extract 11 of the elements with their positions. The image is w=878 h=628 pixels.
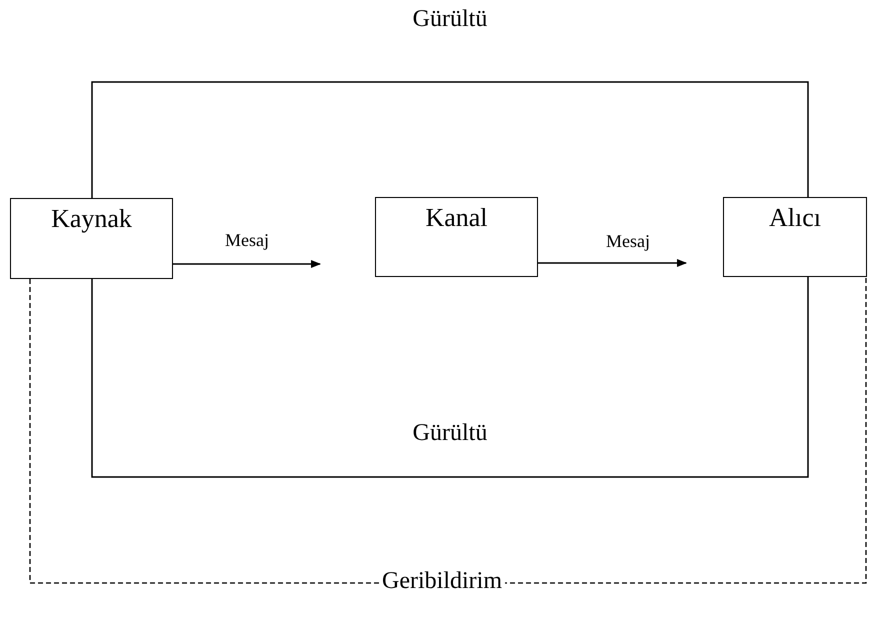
node-label: Kaynak xyxy=(51,205,132,234)
node-label: Alıcı xyxy=(769,204,821,233)
process-box xyxy=(723,197,867,277)
connector-line xyxy=(91,277,809,478)
process-box xyxy=(375,197,538,277)
arrow xyxy=(173,260,321,268)
arrow xyxy=(538,259,687,267)
connector-line xyxy=(91,81,809,198)
dashed-connector xyxy=(29,277,867,584)
node-label: Kanal xyxy=(425,204,488,233)
process-box xyxy=(10,198,173,279)
